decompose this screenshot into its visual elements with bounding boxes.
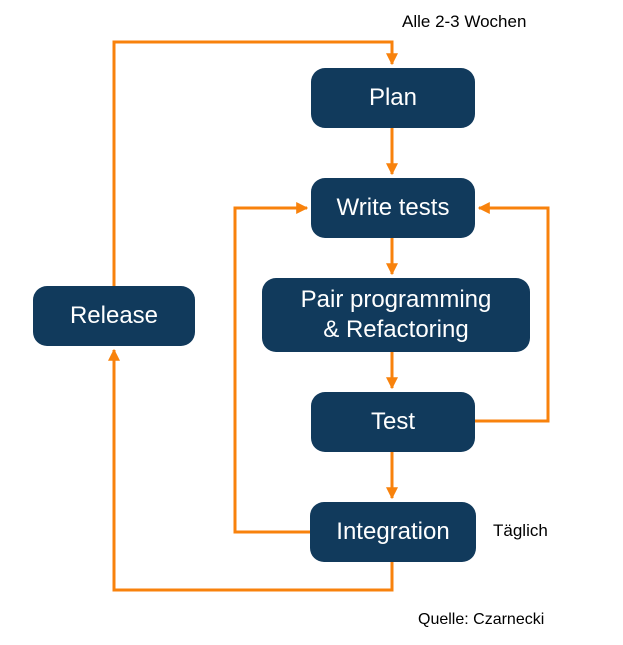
- source-credit-label: Quelle: Czarnecki: [418, 611, 545, 628]
- node-write-tests: Write tests: [311, 178, 475, 238]
- node-release: Release: [33, 286, 195, 346]
- node-pair-programming-refactoring: Pair programming & Refactoring: [262, 278, 530, 352]
- node-plan: Plan: [311, 68, 475, 128]
- edge-integration-write-tests: [233, 202, 310, 534]
- edge-test-write-tests: [474, 202, 550, 423]
- cycle-weeks-label: Alle 2-3 Wochen: [402, 12, 527, 31]
- edge-release-plan: [112, 40, 398, 286]
- daily-label: Täglich: [493, 521, 548, 540]
- node-integration: Integration: [310, 502, 476, 562]
- node-test: Test: [311, 392, 475, 452]
- edge-integration-release: [108, 348, 394, 592]
